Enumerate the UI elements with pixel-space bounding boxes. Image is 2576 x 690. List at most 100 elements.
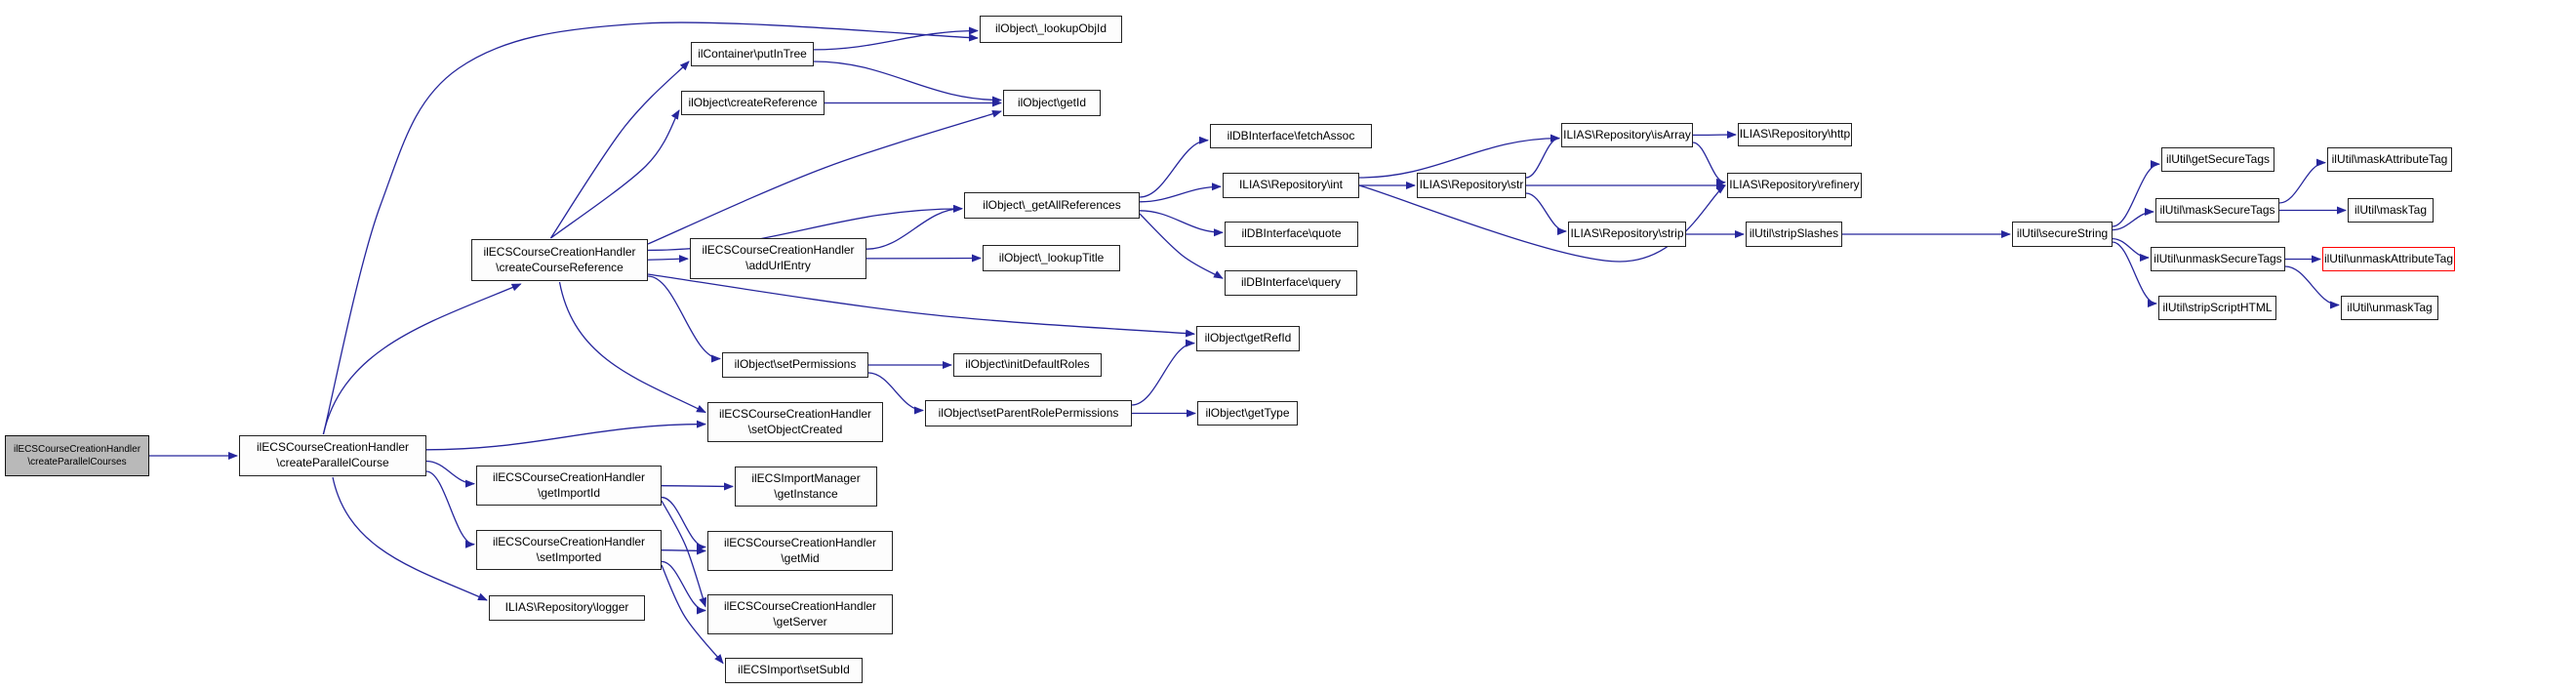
edge-secureString-to-unmaskSecureTags [2112,237,2150,262]
node-label: ilUtil\unmaskTag [2347,300,2433,314]
graph-node-getInstance[interactable]: ilECSImportManager\getInstance [735,467,877,507]
node-label: ilObject\getType [1205,405,1290,420]
edge-createParallelCourse-to-getImportId [425,460,475,488]
graph-node-createParallelCourse[interactable]: ilECSCourseCreationHandler\createParalle… [239,435,426,476]
graph-node-getId[interactable]: ilObject\getId [1003,90,1101,116]
graph-node-refinery[interactable]: ILIAS\Repository\refinery [1727,173,1862,198]
graph-node-setSubId[interactable]: ilECSImport\setSubId [725,658,863,683]
node-label: ilECSCourseCreationHandler [723,535,877,549]
node-label: ilObject\setParentRolePermissions [938,405,1119,420]
node-label: ilECSImportManager [751,470,861,485]
edge-createParallelCourse-to-lookupObjId [322,21,979,435]
graph-node-getServer[interactable]: ilECSCourseCreationHandler\getServer [707,594,893,634]
node-label: ilECSCourseCreationHandler [13,444,141,455]
graph-node-setObjectCreated[interactable]: ilECSCourseCreationHandler\setObjectCrea… [707,402,883,442]
edge-maskSecureTags-to-maskAttributeTag [2278,158,2326,204]
node-label: ilUtil\unmaskAttributeTag [2323,251,2454,265]
graph-node-strip[interactable]: ILIAS\Repository\strip [1568,222,1686,247]
node-label: ilECSCourseCreationHandler [483,244,636,259]
graph-node-putInTree[interactable]: ilContainer\putInTree [691,42,814,66]
graph-node-query[interactable]: ilDBInterface\query [1225,270,1357,296]
edge-createParallelCourse-to-createCourseReference [322,283,522,435]
edge-setImported-to-setSubId [661,564,724,665]
edge-secureString-to-getSecureTags [2112,160,2160,227]
edge-setPermissions-to-setParentRolePermissions [867,372,924,415]
graph-node-setImported[interactable]: ilECSCourseCreationHandler\setImported [476,530,662,570]
node-label: \setObjectCreated [747,422,843,436]
node-label: ILIAS\Repository\str [1419,178,1524,192]
graph-node-fetchAssoc[interactable]: ilDBInterface\fetchAssoc [1210,124,1372,148]
graph-node-http[interactable]: ILIAS\Repository\http [1738,123,1852,146]
graph-node-int[interactable]: ILIAS\Repository\int [1223,173,1359,198]
graph-node-setPermissions[interactable]: ilObject\setPermissions [722,352,868,378]
graph-node-getType[interactable]: ilObject\getType [1197,401,1298,426]
graph-node-getImportId[interactable]: ilECSCourseCreationHandler\getImportId [476,466,662,506]
node-label: ilUtil\stripScriptHTML [2162,300,2273,314]
edge-setParentRolePermissions-to-getRefId [1131,339,1195,406]
graph-node-quote[interactable]: ilDBInterface\quote [1225,222,1358,247]
node-label: ilObject\_lookupObjId [994,21,1107,36]
node-label: ilDBInterface\quote [1241,226,1342,241]
graph-node-createCourseReference[interactable]: ilECSCourseCreationHandler\createCourseR… [471,239,648,281]
graph-node-getAllReferences[interactable]: ilObject\_getAllReferences [964,192,1140,219]
node-label: \createCourseReference [496,260,624,274]
graph-node-isArray[interactable]: ILIAS\Repository\isArray [1561,123,1693,147]
edge-createCourseReference-to-getId [647,109,1002,245]
graph-node-stripScriptHTML[interactable]: ilUtil\stripScriptHTML [2158,296,2276,320]
edge-secureString-to-maskSecureTags [2112,207,2154,231]
graph-node-secureString[interactable]: ilUtil\secureString [2012,222,2113,247]
node-label: ilECSCourseCreationHandler [492,534,646,548]
node-label: ilObject\getId [1017,95,1087,109]
graph-node-getSecureTags[interactable]: ilUtil\getSecureTags [2161,147,2274,172]
node-label: \createParallelCourse [276,456,389,469]
node-label: ilECSCourseCreationHandler [256,440,410,455]
edge-isArray-to-refinery [1692,142,1726,186]
edge-unmaskSecureTags-to-unmaskTag [2284,265,2340,309]
edge-createParallelCourse-to-logger [332,476,488,601]
edge-setImported-to-getMid [661,547,706,555]
node-label: ilUtil\maskSecureTags [2159,202,2275,217]
node-label: \createParallelCourses [27,457,127,467]
node-label: \getInstance [774,486,838,501]
graph-node-setParentRolePermissions[interactable]: ilObject\setParentRolePermissions [925,400,1132,426]
graph-node-maskAttributeTag[interactable]: ilUtil\maskAttributeTag [2327,147,2452,172]
node-label: ilObject\createReference [688,95,818,109]
edge-getAllReferences-to-quote [1139,210,1224,237]
graph-node-str[interactable]: ILIAS\Repository\str [1417,173,1526,198]
graph-node-addUrlEntry[interactable]: ilECSCourseCreationHandler\addUrlEntry [690,238,866,279]
graph-node-maskSecureTags[interactable]: ilUtil\maskSecureTags [2155,198,2279,223]
graph-node-lookupTitle[interactable]: ilObject\_lookupTitle [983,245,1120,271]
edge-addUrlEntry-to-getAllReferences [865,204,963,250]
node-label: ilContainer\putInTree [698,46,807,61]
edge-str-to-strip [1525,192,1567,235]
node-label: ilUtil\stripSlashes [1749,226,1839,241]
graph-node-getMid[interactable]: ilECSCourseCreationHandler\getMid [707,531,893,571]
node-label: \setImported [536,549,602,564]
edge-createCourseReference-to-addUrlEntry [647,255,689,264]
graph-node-logger[interactable]: ILIAS\Repository\logger [489,595,645,621]
node-label: ilUtil\getSecureTags [2165,151,2271,166]
graph-node-stripSlashes[interactable]: ilUtil\stripSlashes [1746,222,1842,247]
node-label: ilObject\getRefId [1204,331,1292,345]
node-label: \getMid [781,550,820,565]
graph-node-maskTag[interactable]: ilUtil\maskTag [2348,198,2434,223]
graph-node-unmaskAttributeTag[interactable]: ilUtil\unmaskAttributeTag [2322,247,2455,271]
node-label: ilDBInterface\fetchAssoc [1227,128,1355,142]
graph-node-initDefaultRoles[interactable]: ilObject\initDefaultRoles [953,353,1102,377]
graph-node-createReference[interactable]: ilObject\createReference [681,91,825,115]
edge-createCourseReference-to-setPermissions [647,275,721,363]
edge-createCourseReference-to-putInTree [549,61,690,239]
node-label: ilUtil\secureString [2016,226,2109,241]
edge-createCourseReference-to-setObjectCreated [558,281,706,414]
graph-node-unmaskSecureTags[interactable]: ilUtil\unmaskSecureTags [2151,247,2285,271]
graph-node-getRefId[interactable]: ilObject\getRefId [1196,326,1300,351]
node-label: ilObject\_lookupTitle [998,250,1105,264]
edge-createParallelCourse-to-setImported [425,470,475,548]
graph-node-createParallelCourses[interactable]: ilECSCourseCreationHandler \createParalle… [5,435,149,476]
edge-createCourseReference-to-getRefId [647,273,1195,338]
graph-node-lookupObjId[interactable]: ilObject\_lookupObjId [980,16,1122,43]
graph-node-unmaskTag[interactable]: ilUtil\unmaskTag [2341,296,2438,320]
node-label: ilUtil\unmaskSecureTags [2153,251,2282,265]
edge-getImportId-to-getMid [661,496,706,551]
